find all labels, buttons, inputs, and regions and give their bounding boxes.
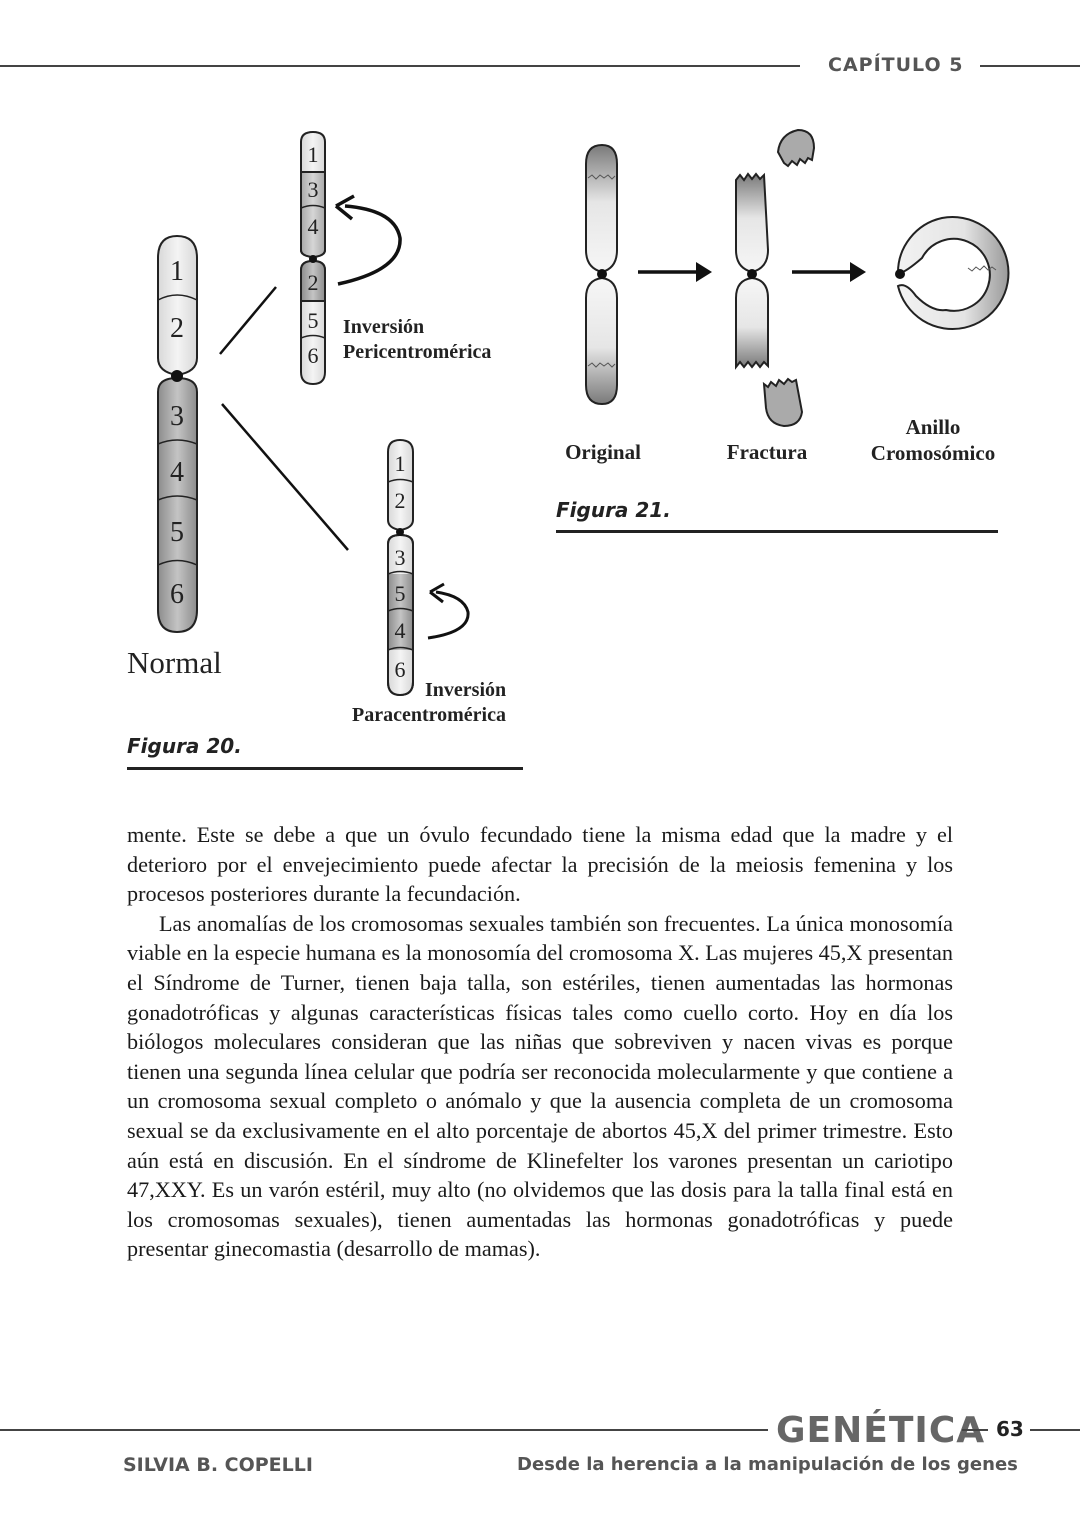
normal-band-2: 2 bbox=[170, 313, 184, 344]
peri-band-3: 4 bbox=[308, 214, 319, 239]
header-rule-right bbox=[980, 65, 1080, 67]
para-band-1: 1 bbox=[395, 451, 406, 476]
broken-fragment-top bbox=[776, 128, 816, 168]
para-chromosome: 1 2 3 5 4 6 bbox=[387, 438, 414, 697]
para-arrow bbox=[427, 590, 470, 640]
fractured-chromosome bbox=[735, 128, 816, 428]
footer-rule-left bbox=[0, 1429, 768, 1431]
peri-label-line2: Pericentromérica bbox=[343, 341, 491, 363]
paragraph-2: Las anomalías de los cromosomas sexuales… bbox=[127, 910, 953, 1262]
connector-to-peri bbox=[219, 286, 277, 355]
footer-rule-mid bbox=[962, 1429, 988, 1431]
para-band-6: 6 bbox=[395, 657, 406, 682]
peri-band-1: 1 bbox=[308, 142, 319, 167]
peri-label-line1: Inversión bbox=[343, 316, 424, 338]
peri-band-4: 2 bbox=[308, 270, 319, 295]
original-chromosome bbox=[585, 143, 618, 406]
author-name: SILVIA B. COPELLI bbox=[123, 1454, 313, 1476]
para-band-4: 5 bbox=[395, 581, 406, 606]
arrow-2-head bbox=[850, 262, 866, 282]
para-label-line1: Inversión bbox=[425, 679, 506, 701]
footer-rule-right bbox=[1030, 1429, 1080, 1431]
normal-band-1: 1 bbox=[170, 256, 184, 287]
normal-band-4: 4 bbox=[170, 457, 184, 488]
book-title: GENÉTICA bbox=[776, 1410, 986, 1451]
figure-20-diagram: 1 2 3 4 5 6 1 3 4 2 5 6 Inversión Perice… bbox=[127, 130, 506, 726]
para-label-line2: Paracentromérica bbox=[352, 704, 506, 726]
paragraph-1: mente. Este se debe a que un óvulo fecun… bbox=[127, 822, 953, 907]
peri-band-2: 3 bbox=[308, 177, 319, 202]
para-band-3: 3 bbox=[395, 545, 406, 570]
label-anillo-line1: Anillo bbox=[906, 415, 961, 439]
label-anillo-line2: Cromosómico bbox=[871, 441, 995, 465]
para-band-2: 2 bbox=[395, 488, 406, 513]
broken-fragment-bottom bbox=[762, 377, 804, 428]
normal-band-3: 3 bbox=[170, 401, 184, 432]
page-number: 63 bbox=[996, 1417, 1024, 1441]
chapter-heading: CAPÍTULO 5 bbox=[828, 54, 964, 76]
normal-band-6: 6 bbox=[170, 579, 184, 610]
figure-20-rule bbox=[127, 767, 523, 770]
normal-label: Normal bbox=[127, 645, 222, 680]
header-rule-left bbox=[0, 65, 800, 67]
figure-20-caption: Figura 20. bbox=[127, 734, 242, 758]
para-arrow-head bbox=[429, 582, 445, 604]
connector-to-para bbox=[221, 403, 349, 551]
book-subtitle: Desde la herencia a la manipulación de l… bbox=[517, 1454, 1018, 1475]
ring-chromosome bbox=[895, 216, 1010, 331]
label-fractura: Fractura bbox=[727, 440, 808, 464]
figure-21-rule bbox=[556, 530, 998, 533]
label-original: Original bbox=[565, 440, 641, 464]
peri-arrow-head bbox=[334, 194, 355, 221]
para-band-5: 4 bbox=[395, 618, 406, 643]
arrow-1-head bbox=[696, 262, 712, 282]
body-text: mente. Este se debe a que un óvulo fecun… bbox=[127, 820, 953, 1264]
normal-chromosome: 1 2 3 4 5 6 bbox=[157, 234, 198, 634]
normal-band-5: 5 bbox=[170, 517, 184, 548]
peri-band-6: 6 bbox=[308, 343, 319, 368]
peri-chromosome: 1 3 4 2 5 6 bbox=[300, 130, 326, 386]
peri-arrow bbox=[337, 204, 402, 286]
peri-band-5: 5 bbox=[308, 308, 319, 333]
figure-21-diagram: Original Fractura Anillo Cromosómico bbox=[565, 128, 1010, 465]
figure-21-caption: Figura 21. bbox=[556, 498, 671, 522]
